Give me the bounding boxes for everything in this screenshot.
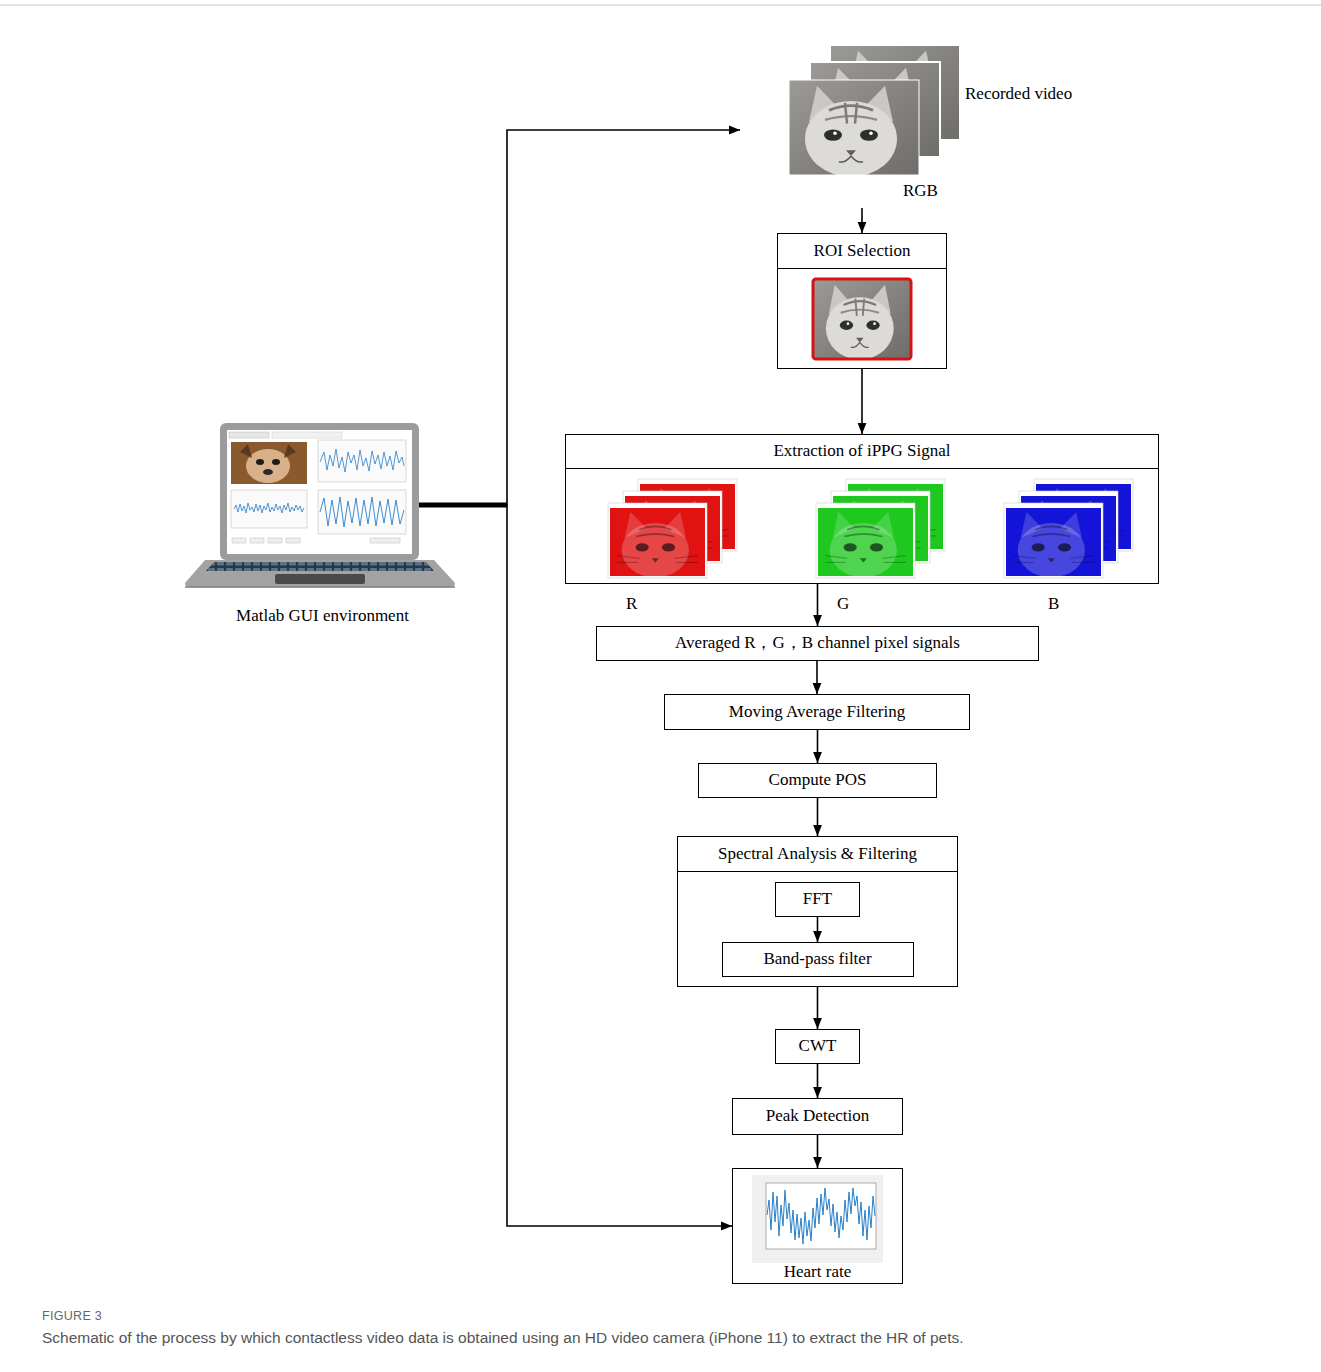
group-box: Spectral Analysis & FilteringFFT Band-pas… (677, 836, 958, 987)
blue-channel-frames (1004, 479, 1133, 578)
channel-label: B (1048, 594, 1059, 614)
green-channel-frames (816, 479, 945, 578)
flow-arrow (817, 1064, 819, 1098)
box-label: Compute POS (769, 770, 867, 790)
roi-image (813, 279, 911, 360)
box-heading: ROI Selection (814, 241, 911, 261)
roi-box: ROI Selection (777, 233, 947, 369)
box-label: Moving Average Filtering (729, 702, 905, 722)
flow-arrow (817, 584, 819, 626)
process-box: Band-pass filter (722, 942, 914, 977)
laptop-node: Matlab GUI environment (185, 420, 460, 632)
heart-rate-chart (752, 1175, 883, 1263)
extraction-box: Extraction of iPPG Signal (565, 434, 1159, 584)
box-label: CWT (799, 1036, 837, 1056)
process-box: FFT (775, 882, 860, 917)
channel-label: G (837, 594, 849, 614)
flow-arrow (817, 917, 819, 942)
channel-label: R (626, 594, 637, 614)
box-heading: Extraction of iPPG Signal (773, 441, 950, 461)
flow-arrow (817, 798, 819, 836)
red-channel-frames (608, 479, 737, 578)
figure-title: Recorded video (965, 84, 1072, 104)
figure-note: RGB (903, 181, 938, 201)
process-box: Compute POS (698, 763, 937, 798)
flow-arrow (817, 987, 819, 1029)
flow-arrow (817, 1135, 819, 1168)
figure-caption: Schematic of the process by which contac… (42, 1328, 1292, 1348)
flow-arrow (861, 369, 863, 434)
box-label: Heart rate (784, 1262, 851, 1282)
flow-arrow (861, 208, 863, 233)
process-box: Moving Average Filtering (664, 694, 970, 730)
process-box: Averaged R，G，B channel pixel signals (596, 626, 1039, 661)
box-label: Peak Detection (766, 1106, 869, 1126)
box-label: Averaged R，G，B channel pixel signals (675, 633, 960, 653)
process-box: CWT (775, 1029, 860, 1064)
figure-number: FIGURE 3 (42, 1309, 102, 1323)
box-label: FFT (803, 889, 832, 909)
figure-title: Matlab GUI environment (185, 606, 460, 626)
flow-arrow (816, 661, 818, 694)
box-label: Band-pass filter (763, 949, 871, 969)
process-box: Peak Detection (732, 1098, 903, 1135)
flow-arrow (817, 730, 819, 763)
video-node: Recorded videoRGB (740, 40, 1115, 208)
flow-arrow (460, 505, 732, 1226)
video-frames (789, 45, 960, 177)
flow-arrow (460, 130, 740, 505)
box-heading: Spectral Analysis & Filtering (718, 844, 917, 864)
result-box: Heart rate (732, 1168, 903, 1284)
laptop-illustration (185, 423, 455, 587)
